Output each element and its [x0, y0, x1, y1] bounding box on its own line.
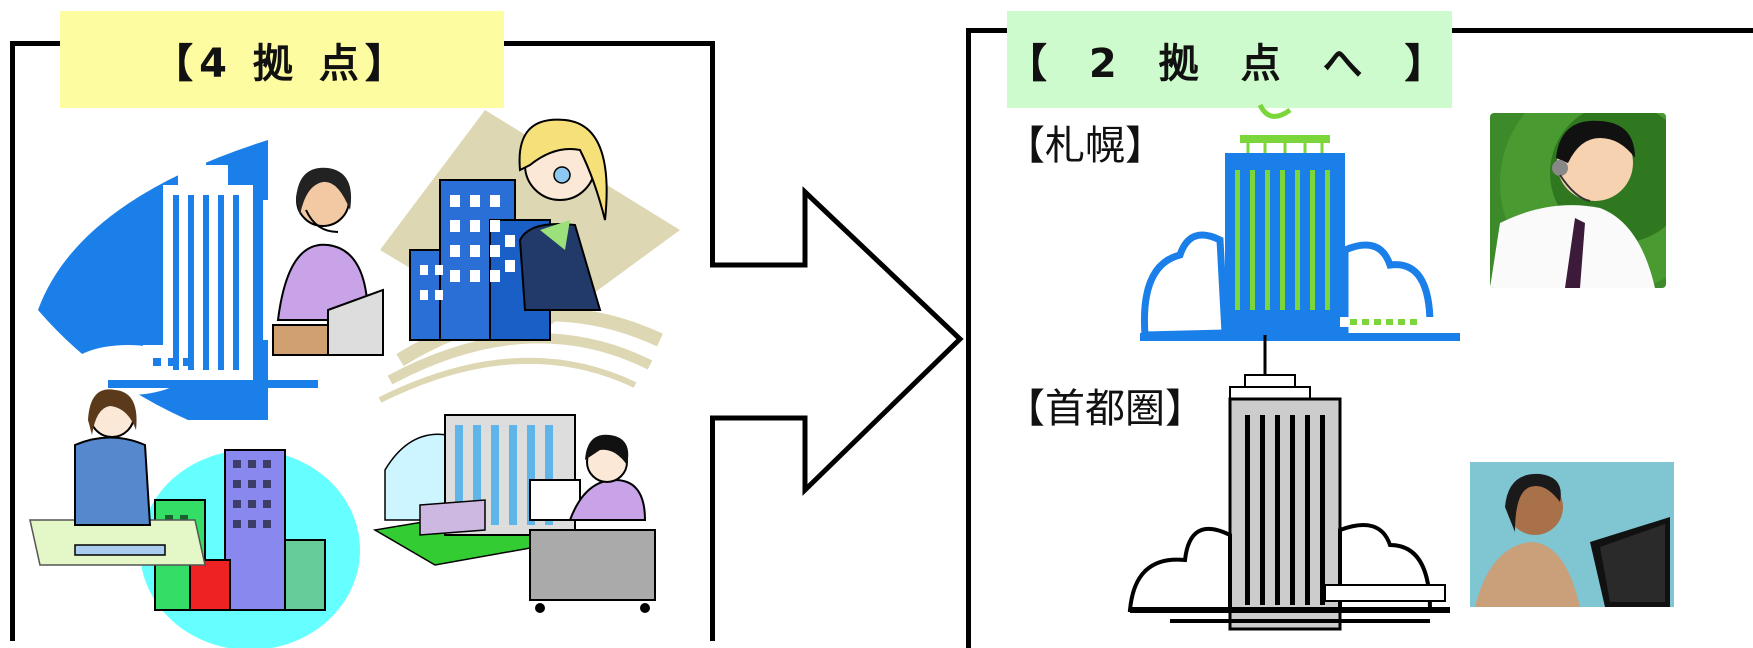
arrow-right-icon: [710, 186, 964, 496]
building-operator-illustration: [378, 110, 680, 403]
left-panel-title: 【4 拠 点】: [60, 11, 504, 108]
tokyo-building-illustration: [1127, 335, 1450, 631]
right-panel-title: 【 2 拠 点 へ 】: [1007, 11, 1452, 108]
sapporo-building-illustration: [1140, 103, 1460, 341]
tower-operator-illustration: [38, 140, 384, 420]
female-operator-photo: [1470, 462, 1674, 607]
male-operator-photo: [1490, 113, 1666, 288]
office-operator-illustration: [372, 414, 656, 613]
region-label-tokyo-metro: 【首都圏】: [1005, 386, 1205, 432]
region-label-sapporo: 【札幌】: [1005, 123, 1165, 169]
keyboard-operator-city-illustration: [29, 389, 360, 648]
